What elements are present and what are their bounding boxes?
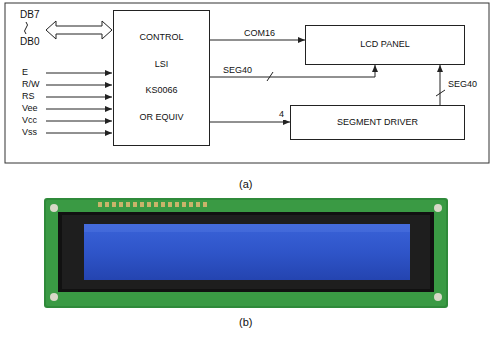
signal-connector xyxy=(210,40,305,41)
signal-connector xyxy=(210,65,375,77)
pin-name: DB0 xyxy=(20,36,39,47)
pin-name: R/W xyxy=(22,80,40,90)
bus-arrow xyxy=(46,21,112,39)
bus-label: SEG40 xyxy=(447,80,478,90)
pin-name: Vss xyxy=(22,128,37,138)
signal-connector xyxy=(210,122,290,123)
segment-driver-box: SEGMENT DRIVER xyxy=(290,105,465,140)
range-symbol xyxy=(25,22,28,34)
controller-box: CONTROL LSI KS0066 OR EQUIV xyxy=(113,10,210,146)
bus-label: COM16 xyxy=(243,29,276,39)
signal-arrows xyxy=(46,73,112,133)
pin-name: RS xyxy=(22,92,35,102)
figure-frame xyxy=(5,3,489,163)
figure-label: (b) xyxy=(239,316,252,328)
pin-name: Vcc xyxy=(22,116,37,126)
signal-connector xyxy=(440,65,441,105)
box-text: SEGMENT DRIVER xyxy=(337,118,418,128)
lcd-panel-box: LCD PANEL xyxy=(305,25,465,65)
pin-name: Vee xyxy=(22,104,38,114)
figure-label: (a) xyxy=(239,178,252,190)
box-text: KS0066 xyxy=(145,86,177,96)
lcd-module-photo xyxy=(44,198,448,308)
box-text: LSI xyxy=(155,60,169,70)
pin-name: E xyxy=(22,68,28,78)
box-text: OR EQUIV xyxy=(139,113,183,123)
bus-label: SEG40 xyxy=(222,66,253,76)
box-text: LCD PANEL xyxy=(360,40,409,50)
bus-label: 4 xyxy=(278,110,285,120)
pin-name: DB7 xyxy=(20,9,39,20)
box-text: CONTROL xyxy=(139,33,183,43)
